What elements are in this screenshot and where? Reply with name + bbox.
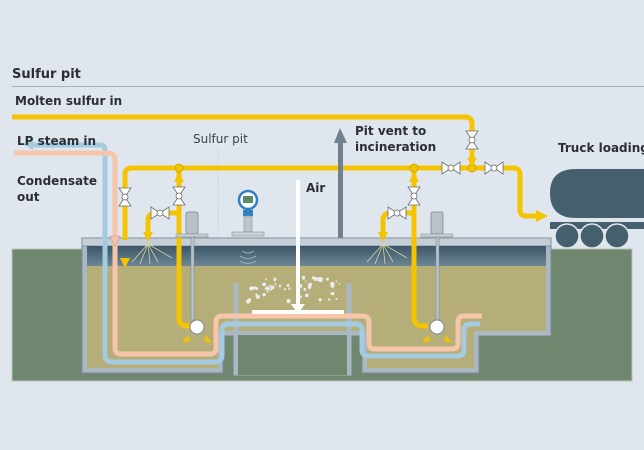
molten-sulfur-pipe [12,114,475,168]
truck-arrow [536,210,548,222]
air-bubble [335,280,338,283]
air-bubble [302,277,305,280]
air-bubble [264,278,267,281]
left-pump-riser [176,170,192,329]
air-bubble [270,285,275,290]
condensate-out-label-line1: Condensate [17,174,97,188]
junction-left [174,163,184,173]
condensate-arrow [24,140,33,150]
air-bubble [338,283,341,285]
pit-vent-label-line2: incineration [355,140,437,154]
air-bubble [335,297,338,300]
valve-icon[interactable] [407,186,421,206]
air-bubble [299,295,302,299]
sulfur-return-arrow [120,258,130,268]
air-sparger [252,310,344,314]
air-bubble [255,293,258,296]
sulfur-pit-label: Sulfur pit [193,132,248,146]
left-spray-arrow [143,232,153,242]
air-bubble [303,288,307,291]
junction-right [409,163,419,173]
valve-icon[interactable] [150,206,170,220]
valve-icon[interactable] [441,161,461,175]
right-pump-riser [411,170,428,329]
valve-icon[interactable] [118,187,132,207]
air-bubble [298,284,302,288]
air-bubble [305,280,307,283]
lp-steam-pipe [14,150,482,357]
air-lance [296,180,300,308]
air-bubble [269,288,272,291]
right-pump [420,211,454,343]
sulfur-header [122,165,538,240]
air-bubble [273,279,276,282]
air-bubble [262,282,266,287]
air-bubble [248,300,251,303]
vapor-space [87,246,546,266]
riser-arrow-right [409,172,419,182]
air-bubble [283,288,286,291]
air-bubble [264,287,267,290]
left-spray-nozzle [131,243,173,265]
right-spray-arrow [378,232,388,242]
air-label: Air [306,181,326,195]
page-title: Sulfur pit [12,67,81,82]
air-arrow [291,304,305,314]
valve-icon[interactable] [465,130,479,150]
riser-arrow-left [174,172,184,182]
condensate-out-label-line2: out [17,190,40,204]
air-bubble [328,298,331,301]
right-spray-nozzle [366,243,408,265]
lp-steam-in-label: LP steam in [17,134,97,148]
valve-icon[interactable] [484,161,504,175]
air-bubble [269,284,272,287]
air-bubble [305,293,309,298]
air-bubble [330,292,333,295]
radar-level-transmitter [231,189,265,264]
air-bubble [320,277,323,281]
air-bubble [252,286,256,290]
air-bubble [266,290,269,293]
air-bubble [288,287,291,290]
air-bubble [286,284,290,287]
lp-steam-arrow [109,235,121,247]
air-bubble [318,298,322,302]
air-bubble [274,283,277,286]
condensate-pipe [30,142,480,365]
pit-vent-stack [338,140,343,238]
pit-vent-label-line1: Pit vent to [355,124,427,138]
air-bubble [255,294,260,299]
vent-arrow [334,128,347,143]
truck-loading-label: Truck loading [558,141,644,155]
air-bubble [286,299,291,304]
valve-icon[interactable] [387,206,407,220]
pit-roof [81,237,552,247]
molten-in-arrow [467,158,477,166]
tanker-truck [550,169,644,249]
raised-floor [238,335,347,375]
air-bubble [311,276,315,280]
air-bubble [278,284,282,288]
air-bubbles [246,275,341,304]
air-bubble [262,293,266,297]
valve-icon[interactable] [172,186,186,206]
left-pump [175,211,212,343]
air-bubble [255,287,259,290]
air-bubble [326,277,329,281]
molten-sulfur-in-label: Molten sulfur in [15,94,123,108]
air-bubble [330,283,335,288]
air-bubble [265,286,270,291]
air-bubble [308,282,312,287]
air-bubble [249,286,254,291]
title-divider [12,86,644,87]
